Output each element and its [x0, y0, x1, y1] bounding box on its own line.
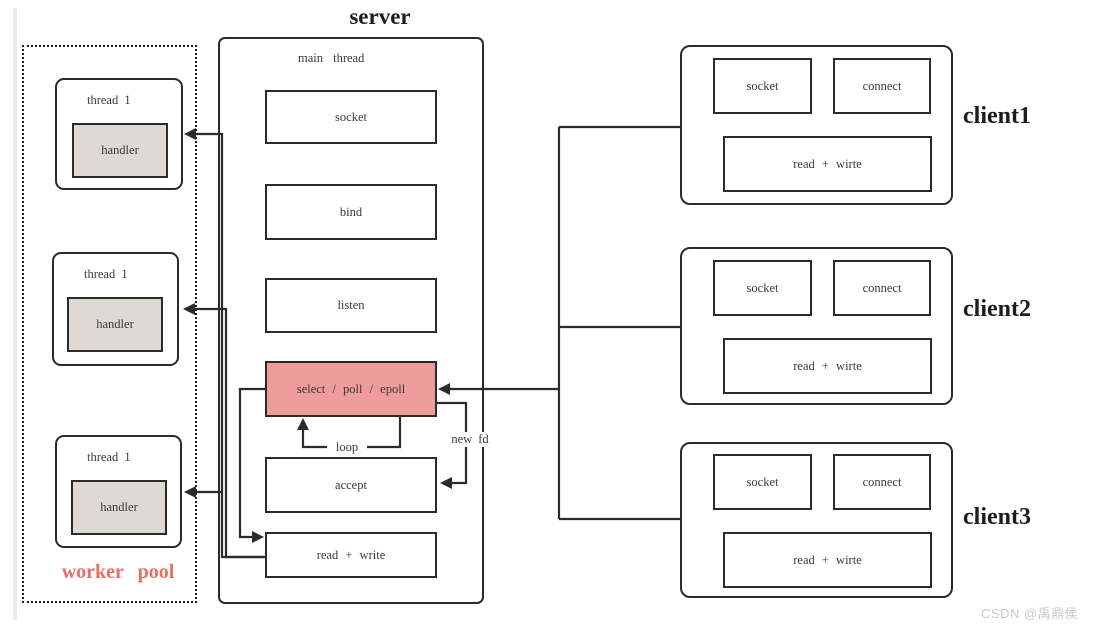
new-fd-label: new fd	[445, 432, 495, 447]
client3-node-connect: connect	[833, 454, 931, 510]
thread-1-label: thread 1	[87, 93, 131, 107]
handler-node-1: handler	[72, 123, 168, 178]
client1-label: client1	[963, 103, 1031, 129]
server-node-bind: bind	[265, 184, 437, 240]
client2-container: socket connect read + wirte	[680, 247, 953, 405]
client3-container: socket connect read + wirte	[680, 442, 953, 598]
client3-node-read-wirte: read + wirte	[723, 532, 932, 588]
client1-node-socket: socket	[713, 58, 812, 114]
client2-node-read-wirte: read + wirte	[723, 338, 932, 394]
handler-node-2: handler	[67, 297, 163, 352]
client2-label: client2	[963, 296, 1031, 322]
server-node-accept: accept	[265, 457, 437, 513]
server-node-listen: listen	[265, 278, 437, 333]
handler-node-3: handler	[71, 480, 167, 535]
loop-label: loop	[327, 440, 367, 455]
csdn-watermark: CSDN @禹鼎侯	[981, 606, 1079, 621]
client1-container: socket connect read + wirte	[680, 45, 953, 205]
client1-node-read-wirte: read + wirte	[723, 136, 932, 192]
client1-node-connect: connect	[833, 58, 931, 114]
thread-3-label: thread 1	[87, 450, 131, 464]
client2-node-socket: socket	[713, 260, 812, 316]
client3-node-socket: socket	[713, 454, 812, 510]
page-margin-strip	[13, 8, 17, 620]
worker-pool-label: worker pool	[61, 561, 175, 583]
main-thread-label: main thread	[298, 51, 365, 65]
client2-node-connect: connect	[833, 260, 931, 316]
thread-2-label: thread 1	[84, 267, 128, 281]
server-node-socket: socket	[265, 90, 437, 144]
server-node-select-poll-epoll: select / poll / epoll	[265, 361, 437, 417]
server-node-read-write: read + write	[265, 532, 437, 578]
client3-label: client3	[963, 504, 1031, 530]
server-title: server	[349, 4, 411, 29]
